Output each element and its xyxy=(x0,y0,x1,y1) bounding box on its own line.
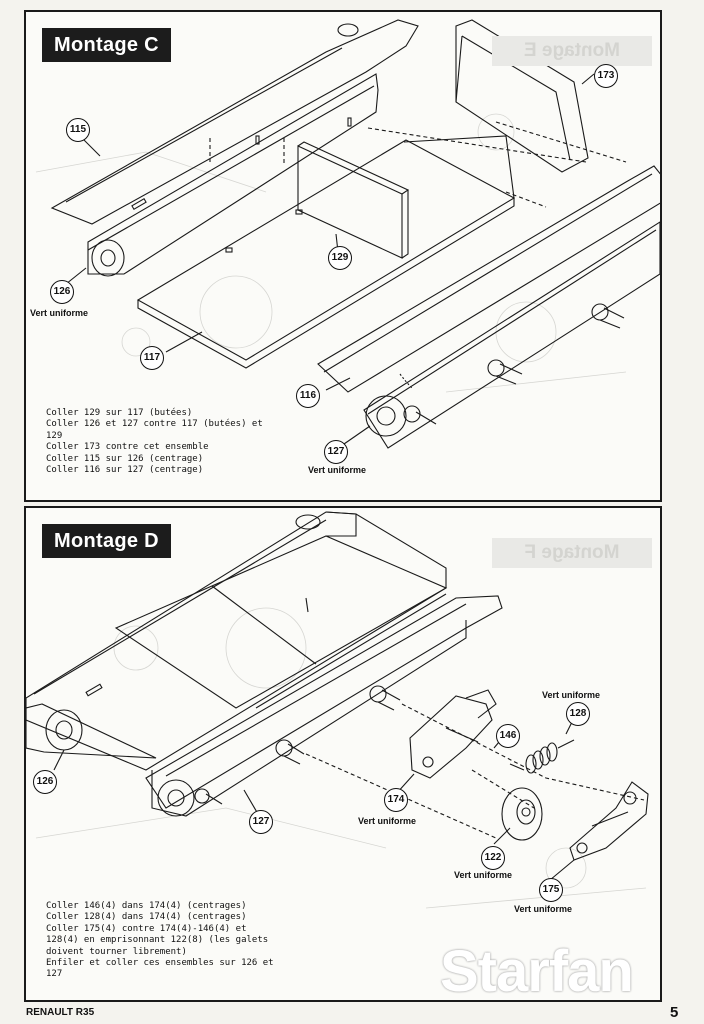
callout-175: 175 xyxy=(539,878,563,902)
callout-173: 173 xyxy=(594,64,618,88)
caption-vert-uniforme: Vert uniforme xyxy=(542,690,601,700)
montage-d-instructions: Coller 146(4) dans 174(4) (centrages) Co… xyxy=(46,901,274,980)
montage-c-drawing xyxy=(35,19,660,449)
callout-127: 127 xyxy=(324,440,348,464)
montage-d-title: Montage D xyxy=(42,524,171,558)
callout-122: 122 xyxy=(481,846,505,870)
montage-c-panel: Montage C Montage E 115 126 117 129 173 … xyxy=(24,10,662,502)
callout-127: 127 xyxy=(249,810,273,834)
montage-c-instructions: Coller 129 sur 117 (butées) Coller 126 e… xyxy=(46,408,263,476)
caption-vert-uniforme: Vert uniforme xyxy=(308,465,367,475)
caption-vert-uniforme: Vert uniforme xyxy=(358,816,417,826)
page-number: 5 xyxy=(670,1004,679,1021)
callout-115: 115 xyxy=(66,118,90,142)
callout-146: 146 xyxy=(496,724,520,748)
starfan-watermark: Starfan xyxy=(440,939,634,1004)
montage-d-ghost-title: Montage F xyxy=(492,538,652,568)
callout-117: 117 xyxy=(140,346,164,370)
caption-vert-uniforme: Vert uniforme xyxy=(30,308,89,318)
montage-c-title: Montage C xyxy=(42,28,171,62)
caption-vert-uniforme: Vert uniforme xyxy=(454,870,513,880)
callout-126: 126 xyxy=(33,770,57,794)
footer-model: RENAULT R35 xyxy=(26,1007,95,1018)
montage-d-panel: Montage D Montage F 126 127 128 146 174 … xyxy=(24,506,662,1002)
callout-116: 116 xyxy=(296,384,320,408)
callout-174: 174 xyxy=(384,788,408,812)
montage-c-ghost-title: Montage E xyxy=(492,36,652,66)
montage-d-drawing xyxy=(26,511,649,909)
callout-128: 128 xyxy=(566,702,590,726)
callout-129: 129 xyxy=(328,246,352,270)
caption-vert-uniforme: Vert uniforme xyxy=(514,904,573,914)
callout-126: 126 xyxy=(50,280,74,304)
